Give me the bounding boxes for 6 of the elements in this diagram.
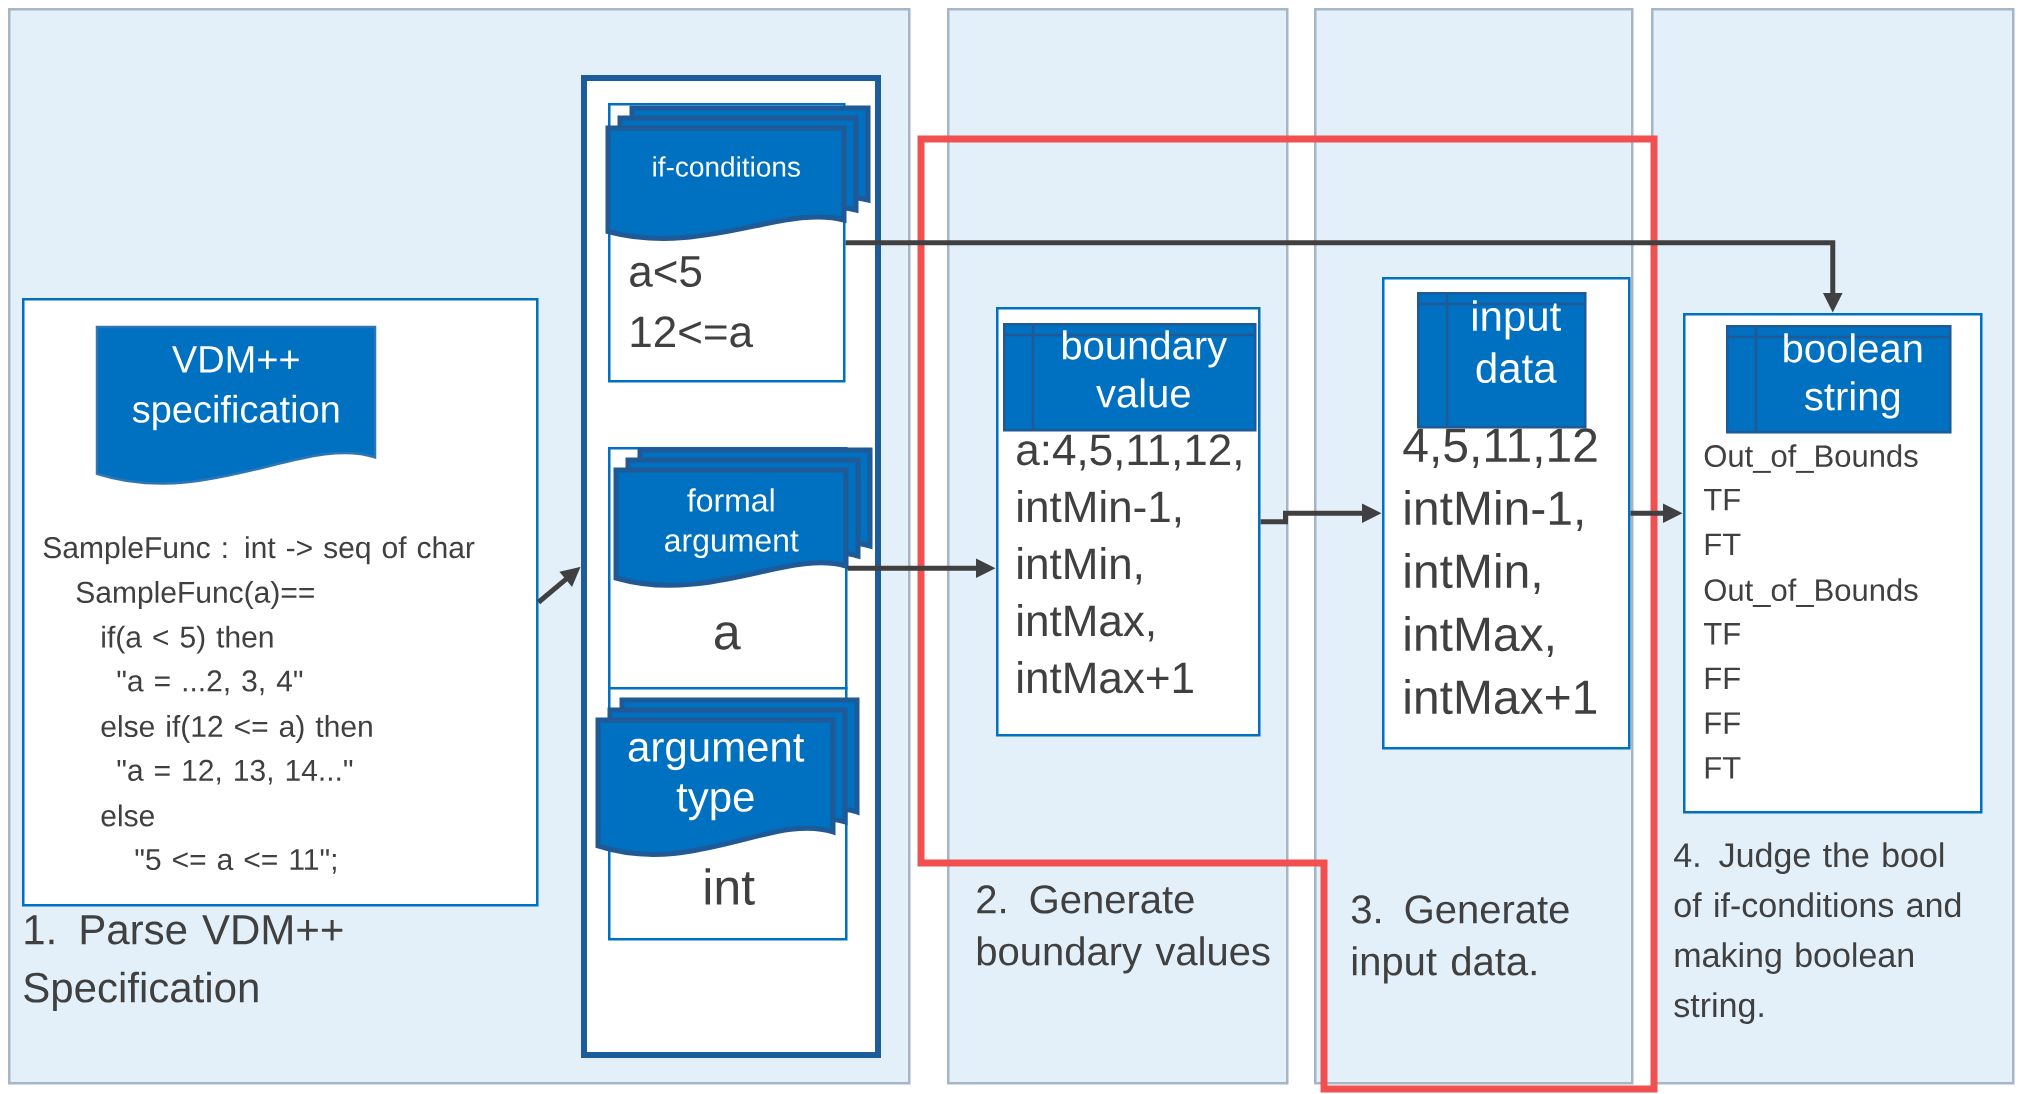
table-header: input data bbox=[1417, 292, 1587, 429]
table-header: boundary value bbox=[1003, 323, 1257, 432]
document-stack: formal argument bbox=[613, 447, 873, 588]
table-header: boolean string bbox=[1726, 325, 1952, 434]
document-stack: argument type bbox=[595, 697, 860, 857]
document-stack: if-conditions bbox=[605, 105, 871, 241]
